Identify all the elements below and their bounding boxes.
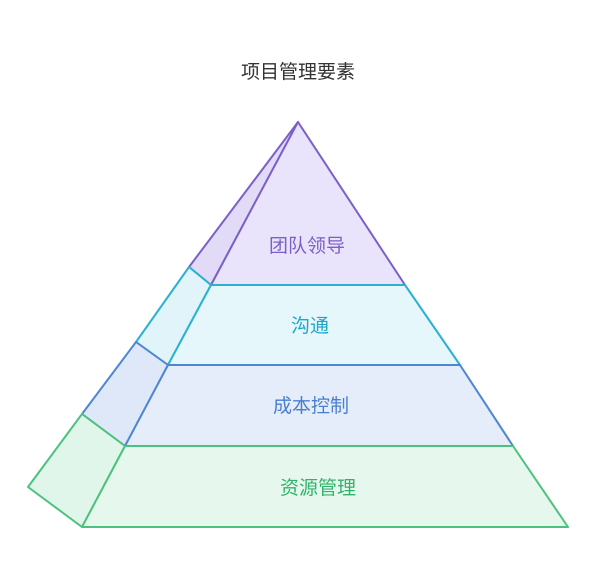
diagram-title: 项目管理要素 <box>241 61 355 83</box>
layer-label-resource-management: 资源管理 <box>280 477 356 499</box>
pyramid-layer-team-leadership: 团队领导 <box>188 121 406 286</box>
layer-label-communication: 沟通 <box>291 315 329 337</box>
layer-front-face <box>81 445 569 528</box>
pyramid-layer-resource-management: 资源管理 <box>27 413 569 528</box>
layer-label-cost-control: 成本控制 <box>273 395 349 417</box>
layer-label-team-leadership: 团队领导 <box>269 235 345 257</box>
pyramid-layer-cost-control: 成本控制 <box>81 341 514 447</box>
pyramid-layer-communication: 沟通 <box>135 266 461 366</box>
